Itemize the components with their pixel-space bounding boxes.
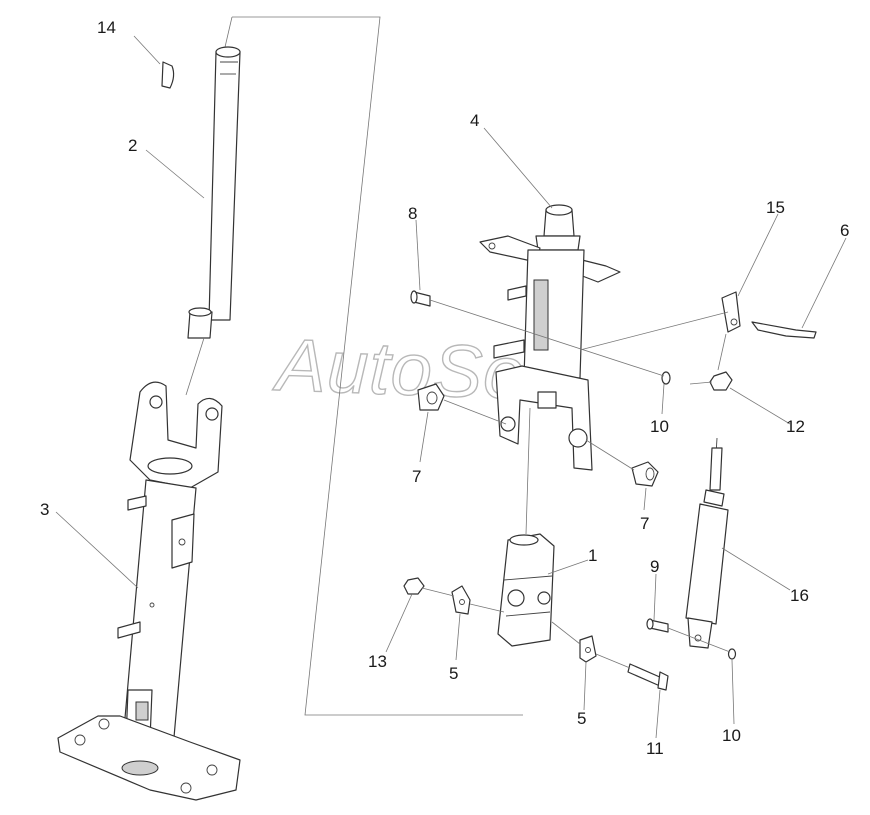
callout-6: 6 [840,221,849,240]
part-7-bushing-left [417,383,445,411]
part-14-key [161,61,175,89]
callout-11: 11 [646,739,664,758]
part-8-bolt [410,290,431,307]
assembly-lines [185,299,731,669]
callout-4: 4 [470,111,479,130]
part-11-bolt [627,663,669,691]
callout-10-lower: 10 [722,726,741,745]
callout-10-upper: 10 [650,417,669,436]
callout-9: 9 [650,557,659,576]
part-6-pin [751,321,817,339]
part-3-column-tube [57,381,241,801]
callout-5-right: 5 [577,709,586,728]
callout-labels: 14 2 3 4 8 15 6 10 12 7 7 1 9 16 13 5 5 … [40,18,849,758]
assembly-boundary [232,16,523,716]
part-1-universal-joint [497,533,555,647]
part-5-plate-right [579,635,597,663]
callout-13: 13 [368,652,387,671]
callout-8: 8 [408,204,417,223]
part-13-nut [403,577,425,595]
callout-2: 2 [128,136,137,155]
callout-7-left: 7 [412,467,421,486]
callout-7-right: 7 [640,514,649,533]
part-10-washer-upper [661,371,671,385]
part-4-upper-column [479,204,621,471]
part-9-bolt [646,618,669,633]
part-7-bushing-right [631,461,659,487]
part-16-gas-strut [685,437,729,649]
callout-5-left: 5 [449,664,458,683]
part-10-washer-lower [727,648,737,660]
part-5-plate-left [451,585,471,615]
callout-3: 3 [40,500,49,519]
part-2-steering-shaft [187,46,241,339]
part-12-nut [709,371,733,391]
callout-16: 16 [790,586,809,605]
callout-14: 14 [97,18,116,37]
part-15-bracket [721,291,741,333]
callout-12: 12 [786,417,805,436]
callout-15: 15 [766,198,785,217]
callout-1: 1 [588,546,597,565]
leader-lines [55,35,847,739]
